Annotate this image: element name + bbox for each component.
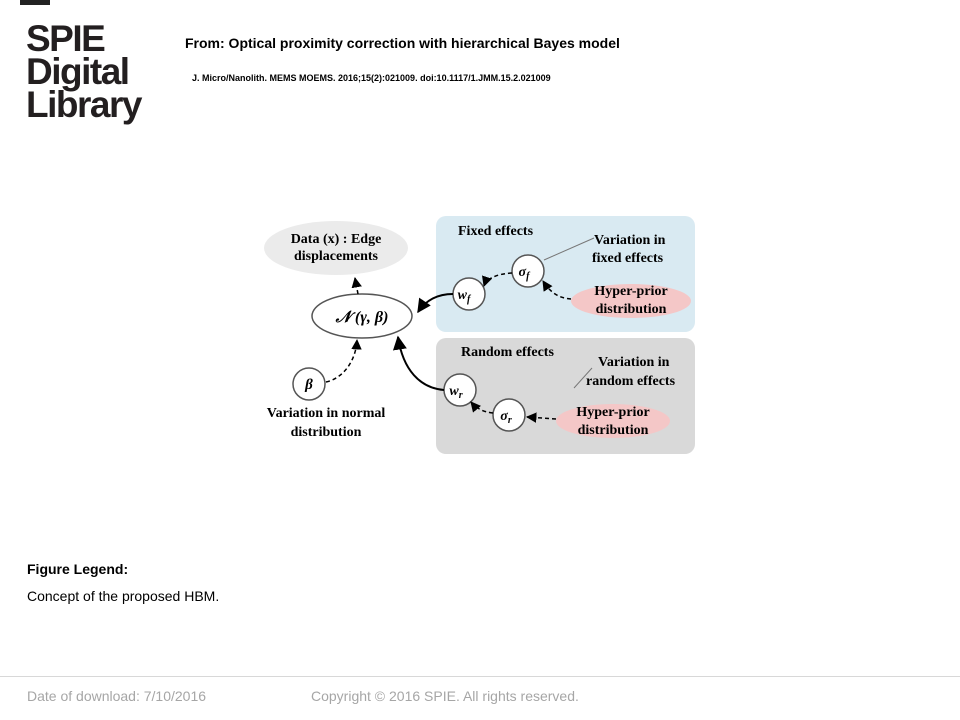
sigma-f-node (511, 254, 545, 288)
random-variation-line-1: Variation in (598, 355, 670, 370)
page-title: From: Optical proximity correction with … (185, 35, 620, 51)
sigma-r-node (492, 398, 526, 432)
sigma-r-label: σr (500, 409, 512, 426)
fixed-variation-line-2: fixed effects (592, 251, 664, 266)
normal-variation-line-2: distribution (291, 425, 362, 440)
wf-subscript: f (467, 294, 472, 305)
sigma-r-symbol: σ (500, 409, 508, 424)
random-variation-pointer (573, 367, 593, 389)
random-effects-label: Random effects (461, 345, 554, 360)
arrow-hyperr-to-sigmar (525, 412, 557, 423)
beta-label: β (304, 377, 313, 393)
wr-subscript: r (459, 390, 463, 401)
spie-digital-library-logo[interactable]: SPIE Digital Library (26, 18, 156, 125)
logo-line-3: Library (26, 84, 142, 125)
fixed-hyper-prior-line-1: Hyper-prior (594, 284, 667, 299)
sigma-r-subscript: r (508, 415, 512, 426)
logo-line-2: Digital (26, 51, 130, 92)
citation[interactable]: J. Micro/Nanolith. MEMS MOEMS. 2016;15(2… (192, 73, 551, 83)
logo-line-1: SPIE (26, 18, 106, 59)
data-node-line-2: displacements (294, 249, 379, 264)
data-node (264, 221, 408, 275)
copyright: Copyright © 2016 SPIE. All rights reserv… (311, 688, 579, 704)
arrow-wf-to-normal (417, 293, 454, 314)
beta-node (292, 367, 326, 401)
fixed-variation-pointer (543, 237, 595, 261)
arrow-hyperf-to-sigmaf (542, 280, 572, 300)
random-variation-line-2: random effects (586, 374, 676, 389)
normal-distribution-node (311, 293, 413, 339)
fixed-hyper-prior (571, 284, 691, 318)
arrow-sigmar-to-wr (470, 401, 494, 414)
sigma-f-symbol: σ (519, 265, 527, 280)
arrow-sigmaf-to-wf (482, 272, 513, 287)
random-hyper-prior (556, 404, 670, 438)
download-date: Date of download: 7/10/2016 (27, 688, 207, 704)
figure-legend-text: Concept of the proposed HBM. (27, 588, 220, 604)
data-node-line-1: Data (x) : Edge (291, 232, 382, 247)
wr-symbol: w (449, 384, 459, 399)
fixed-effects-label: Fixed effects (458, 224, 534, 239)
normal-variation-line-1: Variation in normal (267, 406, 386, 421)
top-accent-bar (20, 0, 50, 5)
arrow-normal-to-data (351, 276, 362, 295)
footer-divider (0, 676, 960, 677)
fixed-variation-line-1: Variation in (594, 233, 666, 248)
figure-legend-heading: Figure Legend: (27, 561, 129, 577)
hbm-diagram: Fixed effects Random effects Data (x) : … (258, 210, 700, 460)
normal-distribution-label: 𝒩 (γ, β) (335, 309, 389, 326)
wr-label: wr (449, 384, 462, 401)
random-hyper-prior-line-1: Hyper-prior (576, 405, 649, 420)
sigma-f-label: σf (519, 265, 532, 282)
fixed-hyper-prior-line-2: distribution (596, 302, 667, 317)
sigma-f-subscript: f (526, 271, 531, 282)
arrow-wr-to-normal (392, 335, 445, 391)
wf-symbol: w (458, 288, 468, 303)
random-hyper-prior-line-2: distribution (578, 423, 649, 438)
arrow-beta-to-normal (325, 338, 362, 383)
wf-label: wf (458, 288, 472, 305)
